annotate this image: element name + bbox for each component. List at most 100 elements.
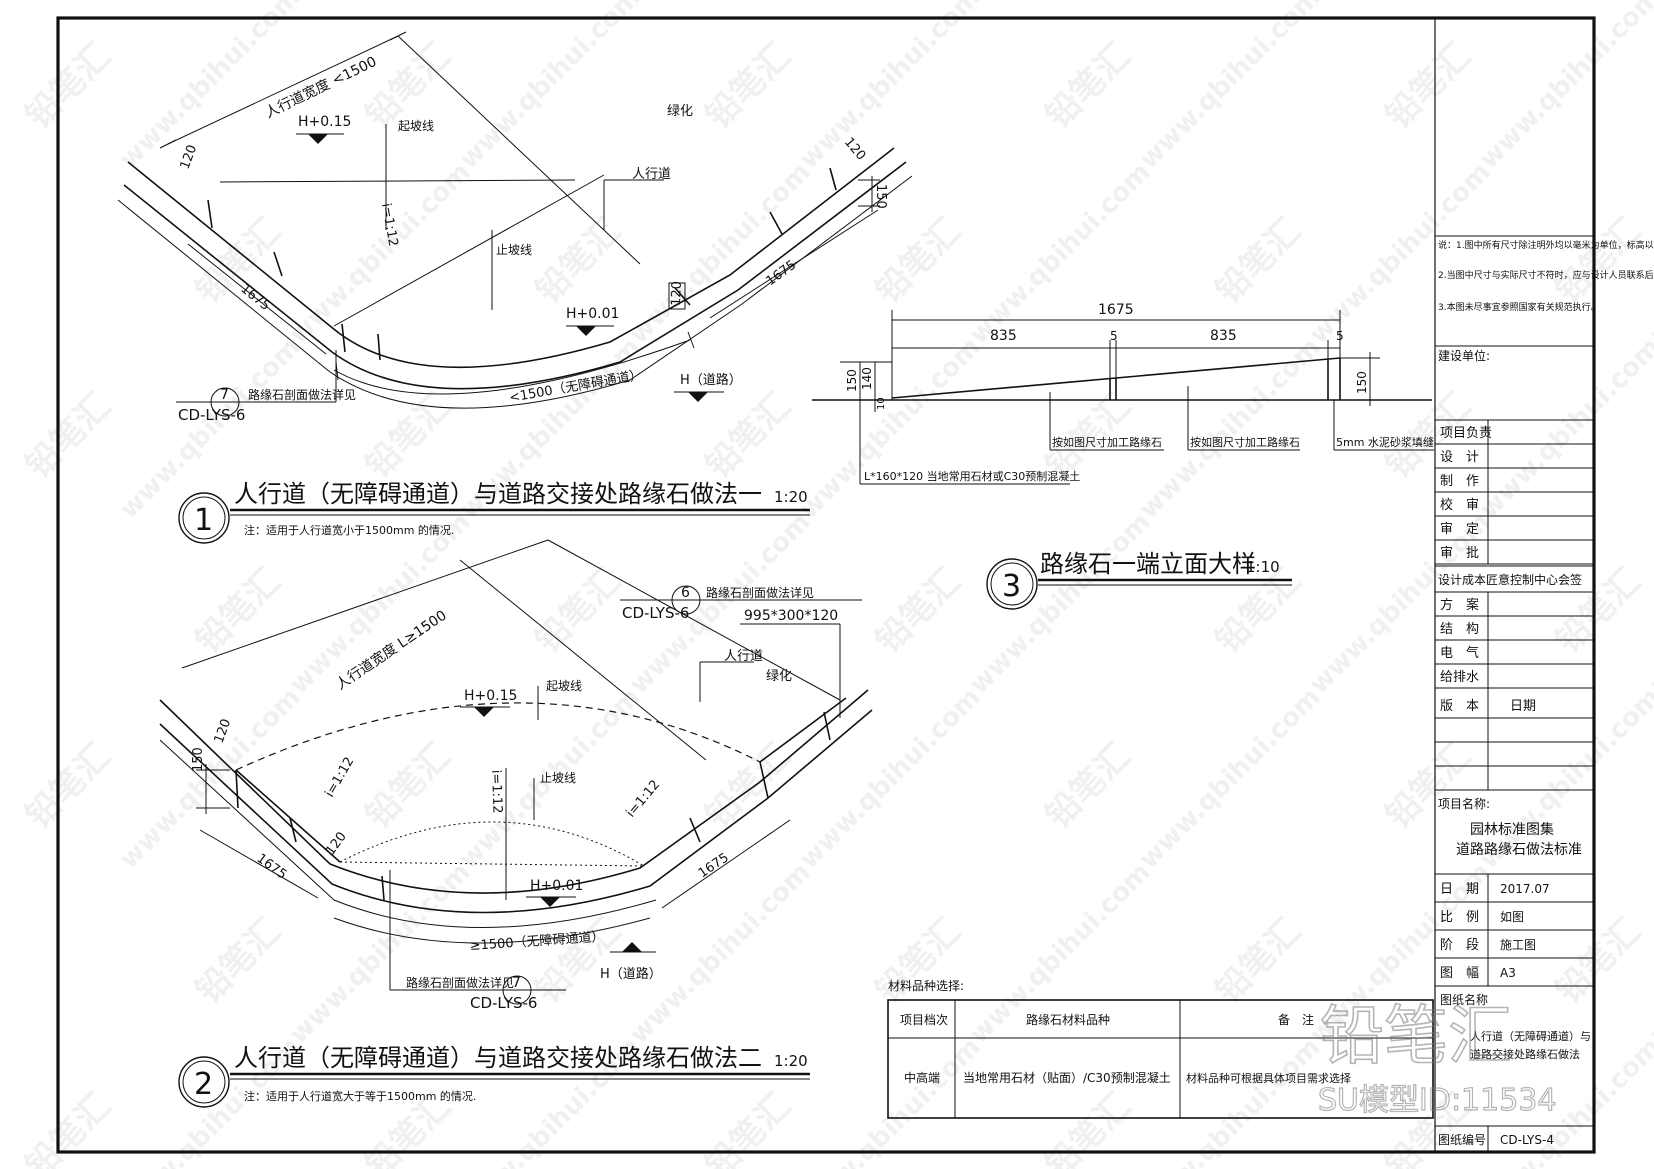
d2-size-label: 995*300*120 [744,608,838,624]
d1-title-num: 1 [194,503,213,538]
watermark-site: www.qbihui.com [1134,682,1327,875]
d1-ref-num: 7 [220,387,229,403]
materials-header-1: 路缘石材料品种 [1026,1012,1110,1027]
d3-scale: 1:10 [1246,558,1280,576]
tb-notes-line-1: 说：1.图中所有尺寸除注明外均以毫米为单位，标高以米为单位。 [1438,239,1654,251]
watermark-brand: 铅笔汇 [18,386,118,486]
drawing-2-title-block: 2 人行道（无障碍通道）与道路交接处路缘石做法二 1:20 注：适用于人行道宽大… [178,1044,810,1108]
tb-discipline-row-label: 结 构 [1440,622,1479,637]
d3-callout-stone2: 按如图尺寸加工路缘石 [1190,435,1300,449]
d2-ref-top-num: 6 [681,585,690,601]
drawing-1-title-block: 1 人行道（无障碍通道）与道路交接处路缘石做法一 1:20 注：适用于人行道宽小… [178,480,810,544]
watermark-brand: 铅笔汇 [1378,736,1478,836]
watermark-site: www.qbihui.com [284,157,477,350]
d2-title: 人行道（无障碍通道）与道路交接处路缘石做法二 [234,1044,762,1072]
watermark-site: www.qbihui.com [964,507,1157,700]
tb-info-value: 如图 [1500,909,1524,924]
watermark-site: www.qbihui.com [794,332,987,525]
d3-callout-base: L*160*120 当地常用石材或C30预制混凝土 [864,469,1080,483]
tb-sign-row-label: 审 定 [1440,522,1479,537]
tb-drawing-name: 人行道（无障碍通道）与 道路交接处路缘石做法 [1470,1029,1595,1061]
d1-h001-label: H+0.01 [566,306,619,322]
d2-ref-bot-num: 7 [512,975,521,991]
d1-dim-120a: 120 [178,143,201,171]
materials-cell-1: 当地常用石材（贴面）/C30预制混凝土 [963,1070,1171,1085]
watermark-brand: 铅笔汇 [1548,911,1648,1011]
tb-client: 建设单位: [1438,348,1490,363]
tb-info-value: A3 [1500,966,1516,980]
watermark-site: www.qbihui.com [1644,507,1654,700]
watermark-site: www.qbihui.com [454,0,647,175]
d2-h015-label: H+0.15 [464,688,517,704]
d2-slope-a: i=1:12 [488,770,505,814]
materials-table: 材料品种选择: 项目档次 路缘石材料品种 备 注 中高端 当地常用石材（贴面）/… [887,979,1434,1119]
watermark-brand: 铅笔汇 [1378,36,1478,136]
materials-header-0: 项目档次 [900,1013,948,1027]
d2-slope-c: i=1:12 [624,777,664,820]
watermark-site: www.qbihui.com [1134,0,1327,175]
d1-dim-150: 150 [873,184,888,209]
d3-title: 路缘石一端立面大样 [1040,550,1256,578]
watermark-brand: 铅笔汇 [868,561,968,661]
d3-title-num: 3 [1002,569,1021,604]
tb-sign-row-label: 审 批 [1440,546,1479,561]
d2-dim-120b: 120 [323,829,350,858]
watermark-site: www.qbihui.com [624,857,817,1050]
watermark-brand: 铅笔汇 [1208,911,1308,1011]
drawing-1-plan: 人行道宽度 <1500 H+0.15 起坡线 绿化 人行道 i=1:12 止坡线… [117,31,913,424]
watermark-site: www.qbihui.com [1134,1032,1327,1169]
watermark-site: www.qbihui.com [1474,0,1654,175]
tb-design-note: 设计成本匠意控制中心会签 [1438,572,1582,587]
watermark-brand: 铅笔汇 [1038,736,1138,836]
d1-dim-1675b: 1675 [764,258,800,290]
d3-dim-h150a: 150 [845,369,859,392]
tb-info-key: 图 幅 [1440,966,1479,981]
watermark-brand: 铅笔汇 [1548,211,1648,311]
d2-dim-150: 150 [191,747,206,772]
tb-info-key: 比 例 [1440,910,1479,925]
d2-stop-line-label: 止坡线 [540,771,576,785]
watermark-site: www.qbihui.com [794,0,987,175]
tb-discipline-row-label: 给排水 [1440,670,1479,685]
tb-notes-line-2: 2.当图中尺寸与实际尺寸不符时，应与设计人员联系后方可施工。 [1438,269,1654,281]
watermark-brand: 铅笔汇 [1038,1086,1138,1169]
d2-h001-label: H+0.01 [530,878,583,894]
watermark-site: www.qbihui.com [794,682,987,875]
watermark-brand: 铅笔汇 [1038,36,1138,136]
watermark-brand: 铅笔汇 [18,1086,118,1169]
tb-drawing-no-label: 图纸编号 [1438,1132,1486,1147]
d2-title-num: 2 [194,1067,213,1102]
d1-h-road-label: H（道路） [680,372,742,388]
watermark-brand: 铅笔汇 [528,911,628,1011]
watermark-brand: 铅笔汇 [358,386,458,486]
materials-cell-0: 中高端 [904,1070,940,1085]
d3-dim-seg1: 835 [990,328,1017,344]
tb-project-label: 项目名称: [1438,796,1490,811]
d2-h-road-label: H（道路） [600,966,662,982]
tb-info-value: 施工图 [1500,938,1536,952]
d2-ref-bot-code: CD-LYS-6 [470,994,537,1012]
d3-dim-h10: 10 [876,397,887,410]
d1-dim-120c: 120 [669,281,685,306]
d1-slope-label: i=1:12 [378,202,400,248]
d2-ref-top-code: CD-LYS-6 [622,604,689,622]
d1-stop-line-label: 止坡线 [496,243,532,257]
d3-dim-seg2: 5 [1110,329,1118,343]
d2-scale: 1:20 [774,1052,808,1070]
d3-dim-total: 1675 [1098,302,1134,318]
d2-dim-1675b: 1675 [696,850,732,881]
d1-ref-text: 路缘石剖面做法详见 [248,387,356,402]
tb-drawing-name-line-1: 人行道（无障碍通道）与 [1470,1029,1591,1043]
d1-sidewalk-label: 人行道 [632,167,671,182]
tb-drawing-name-line-2: 道路交接处路缘石做法 [1470,1047,1580,1061]
tb-info-key: 日 期 [1440,882,1479,897]
watermark-brand: 铅笔汇 [698,386,798,486]
d3-callout-joint: 5mm 水泥砂浆填缝 [1336,435,1434,449]
d3-dim-seg3: 835 [1210,328,1237,344]
d2-sidewalk-label: 人行道 [724,649,763,664]
tb-sign-row-label: 制 作 [1440,474,1479,489]
